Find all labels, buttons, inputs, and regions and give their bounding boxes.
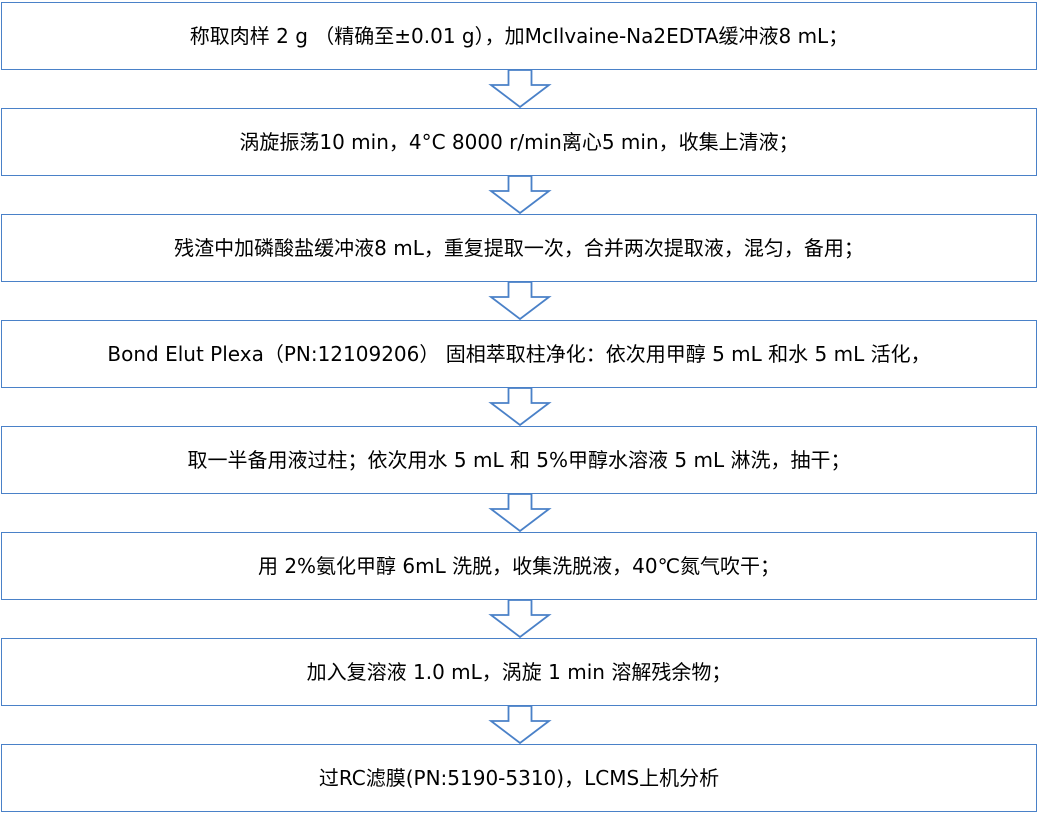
down-arrow-icon bbox=[488, 387, 552, 427]
down-arrow-5 bbox=[488, 493, 552, 533]
step-3-text: 残渣中加磷酸盐缓冲液8 mL，重复提取一次，合并两次提取液，混匀，备用； bbox=[174, 236, 864, 260]
step-1-text: 称取肉样 2 g （精确至±0.01 g），加McIlvaine-Na2EDTA… bbox=[189, 24, 849, 48]
down-arrow-icon bbox=[488, 599, 552, 639]
step-box-3: 残渣中加磷酸盐缓冲液8 mL，重复提取一次，合并两次提取液，混匀，备用； bbox=[1, 214, 1037, 282]
step-box-4: Bond Elut Plexa（PN:12109206） 固相萃取柱净化：依次用… bbox=[1, 320, 1037, 388]
step-2-text: 涡旋振荡10 min，4°C 8000 r/min离心5 min，收集上清液； bbox=[239, 130, 799, 154]
step-box-8: 过RC滤膜(PN:5190-5310)，LCMS上机分析 bbox=[1, 744, 1037, 812]
down-arrow-icon bbox=[488, 69, 552, 109]
down-arrow-icon bbox=[488, 705, 552, 745]
down-arrow-icon bbox=[488, 493, 552, 533]
step-7-text: 加入复溶液 1.0 mL，涡旋 1 min 溶解残余物； bbox=[306, 660, 732, 684]
down-arrow-3 bbox=[488, 281, 552, 321]
down-arrow-icon bbox=[488, 175, 552, 215]
step-box-2: 涡旋振荡10 min，4°C 8000 r/min离心5 min，收集上清液； bbox=[1, 108, 1037, 176]
step-4-text: Bond Elut Plexa（PN:12109206） 固相萃取柱净化：依次用… bbox=[107, 342, 931, 366]
step-8-text: 过RC滤膜(PN:5190-5310)，LCMS上机分析 bbox=[318, 766, 720, 790]
down-arrow-icon bbox=[488, 281, 552, 321]
down-arrow-1 bbox=[488, 69, 552, 109]
step-box-6: 用 2%氨化甲醇 6mL 洗脱，收集洗脱液，40℃氮气吹干； bbox=[1, 532, 1037, 600]
down-arrow-7 bbox=[488, 705, 552, 745]
step-5-text: 取一半备用液过柱；依次用水 5 mL 和 5%甲醇水溶液 5 mL 淋洗，抽干； bbox=[187, 448, 851, 472]
step-box-1: 称取肉样 2 g （精确至±0.01 g），加McIlvaine-Na2EDTA… bbox=[1, 2, 1037, 70]
down-arrow-4 bbox=[488, 387, 552, 427]
step-box-7: 加入复溶液 1.0 mL，涡旋 1 min 溶解残余物； bbox=[1, 638, 1037, 706]
step-box-5: 取一半备用液过柱；依次用水 5 mL 和 5%甲醇水溶液 5 mL 淋洗，抽干； bbox=[1, 426, 1037, 494]
down-arrow-6 bbox=[488, 599, 552, 639]
step-6-text: 用 2%氨化甲醇 6mL 洗脱，收集洗脱液，40℃氮气吹干； bbox=[257, 554, 781, 578]
down-arrow-2 bbox=[488, 175, 552, 215]
